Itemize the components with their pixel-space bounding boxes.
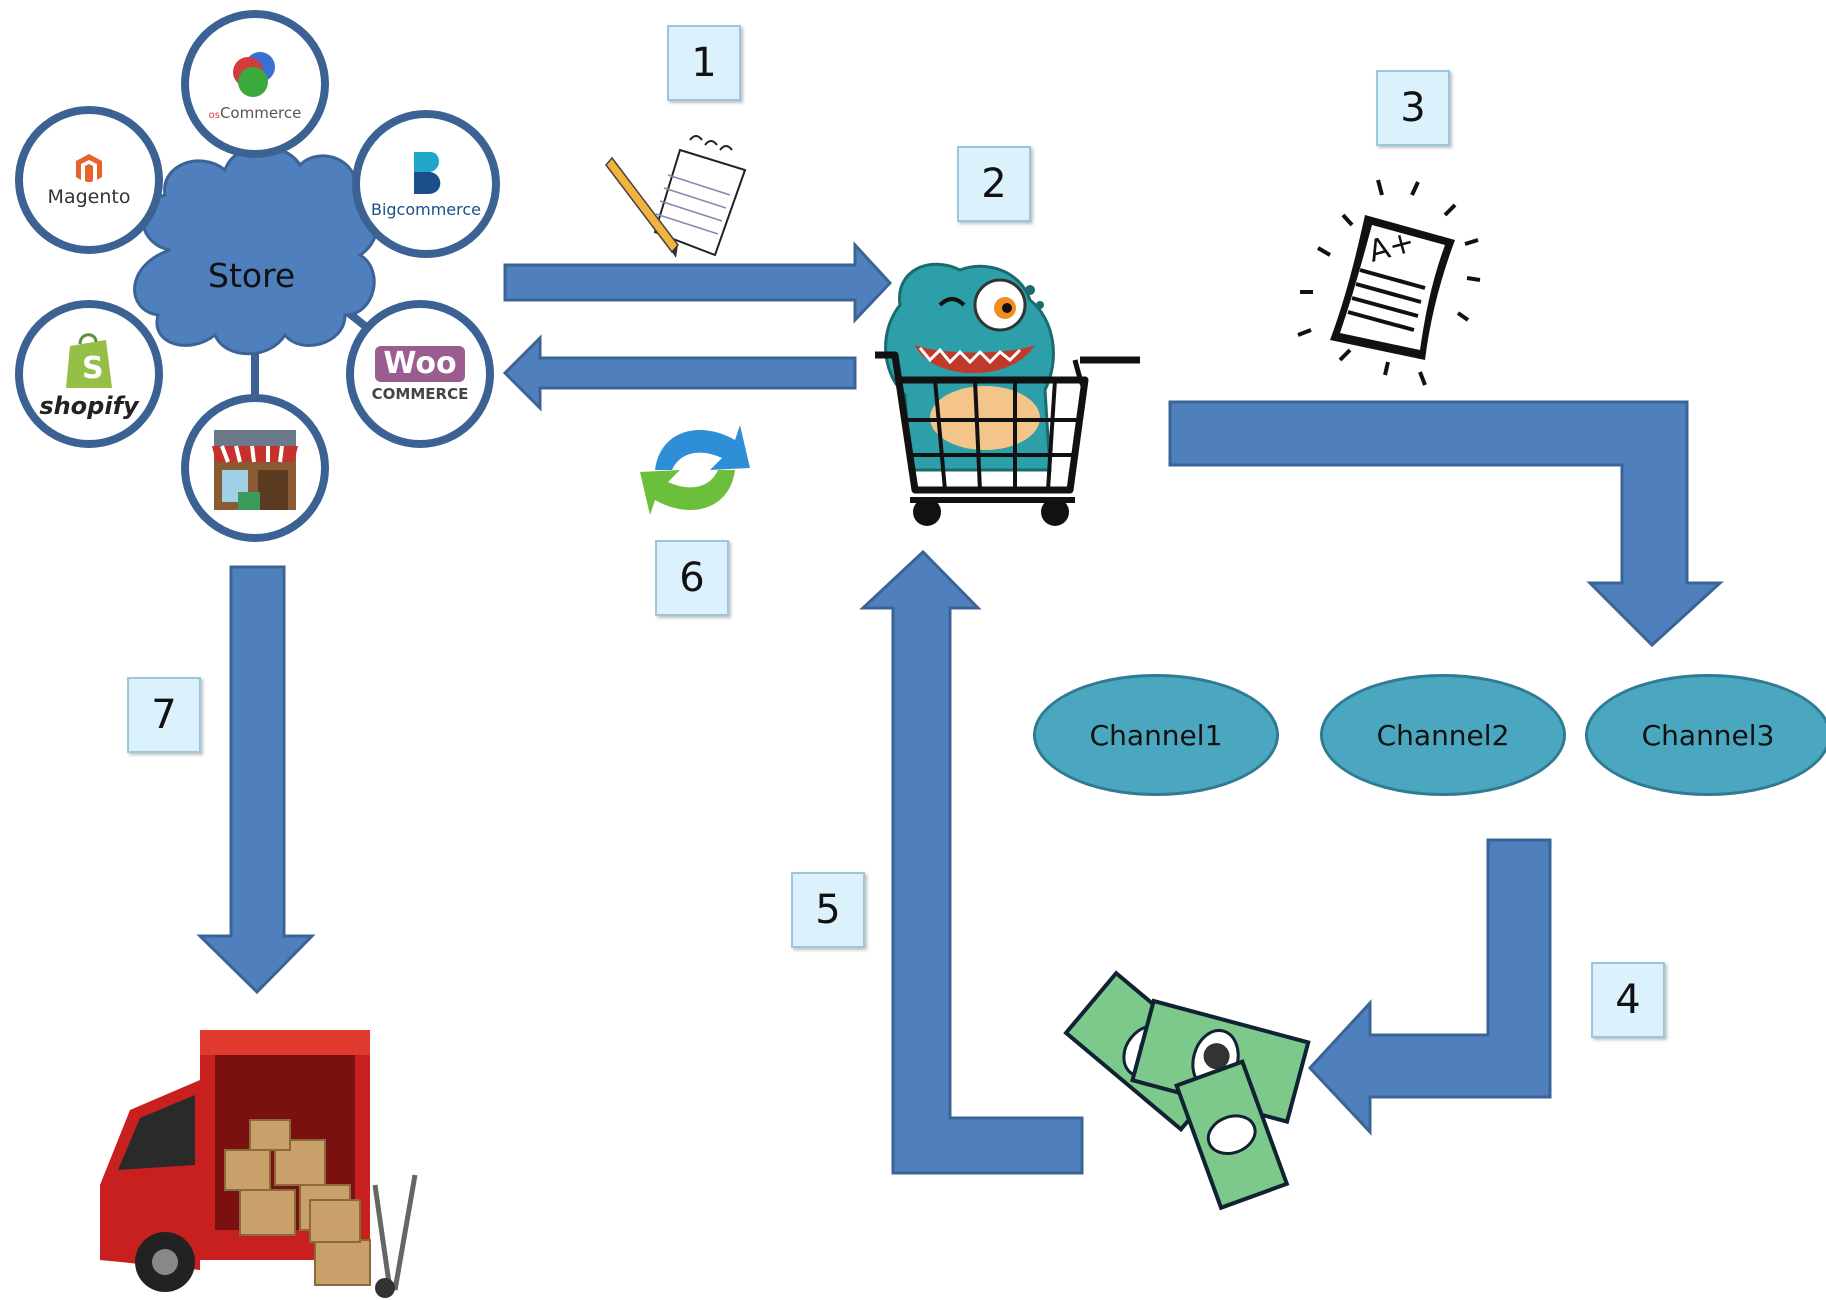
step-2-box: 2 <box>957 146 1031 222</box>
magento-ring: Magento <box>15 106 163 254</box>
cart-monster-icon <box>875 262 1140 526</box>
storefront-ring <box>181 394 329 542</box>
step-5-box: 5 <box>791 872 865 948</box>
woocommerce-top: Woo <box>375 345 465 382</box>
storefront-icon <box>212 430 298 510</box>
store-cloud <box>133 145 380 356</box>
notepad-pencil-icon <box>605 135 747 258</box>
step-7-box: 7 <box>127 677 201 753</box>
bigcommerce-name: Bigcommerce <box>370 199 482 219</box>
woocommerce-bottom: COMMERCE <box>371 384 469 403</box>
oscommerce-ring: osCommerce <box>181 10 329 158</box>
oscommerce-logo-icon <box>233 52 275 97</box>
step-3-box: 3 <box>1376 70 1450 146</box>
arrow-step-4 <box>1307 838 1552 1136</box>
money-bills-icon <box>1063 970 1311 1211</box>
channel-3: Channel3 <box>1585 674 1826 796</box>
channel-1: Channel1 <box>1033 674 1279 796</box>
shopify-bag-icon: S <box>65 333 112 388</box>
step-6-box: 6 <box>655 540 729 616</box>
magento-logo-icon <box>76 154 102 183</box>
report-grade-icon: A+ <box>1297 179 1481 386</box>
store-label: Store <box>208 256 296 295</box>
magento-name: Magento <box>47 186 131 208</box>
arrow-step-3 <box>1168 400 1724 648</box>
bigcommerce-logo-icon <box>413 151 441 194</box>
svg-text:S: S <box>82 351 104 386</box>
oscommerce-name: Commerce <box>219 104 302 122</box>
delivery-truck-icon <box>100 1030 418 1298</box>
sync-arrows-icon <box>640 425 750 515</box>
arrow-step-5 <box>859 549 1084 1175</box>
channel-2: Channel2 <box>1320 674 1566 796</box>
shopify-ring: S shopify <box>15 300 163 448</box>
step-4-box: 4 <box>1591 962 1665 1038</box>
bigcommerce-ring: Bigcommerce <box>352 110 500 258</box>
shopify-name: shopify <box>39 392 139 420</box>
arrow-step-7 <box>196 565 316 995</box>
arrow-step-6 <box>502 334 857 412</box>
step-1-box: 1 <box>667 25 741 101</box>
woocommerce-ring: Woo COMMERCE <box>346 300 494 448</box>
arrow-step-1 <box>503 241 893 324</box>
oscommerce-prefix: os <box>208 110 220 121</box>
